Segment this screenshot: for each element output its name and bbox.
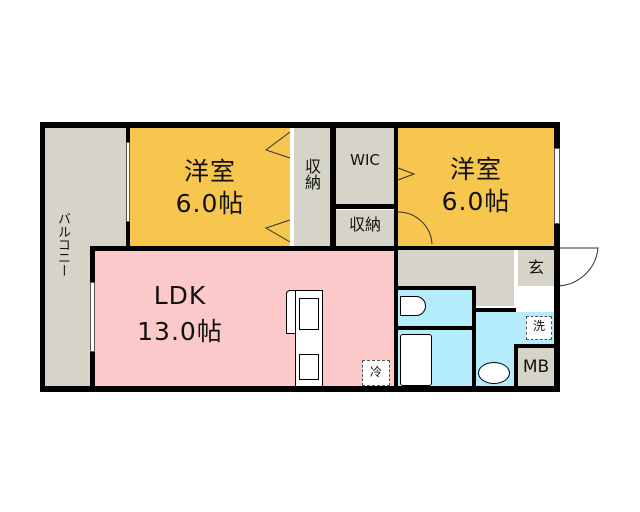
western-room-2-name: 洋室 bbox=[449, 155, 502, 184]
fridge-space bbox=[362, 360, 390, 386]
western-room-1-name: 洋室 bbox=[183, 157, 236, 186]
closet-2-label: 収納 bbox=[348, 215, 381, 234]
washer-label: 洗 bbox=[532, 319, 545, 333]
closet-1-label: 収納 bbox=[302, 158, 321, 190]
western-room-1-size: 6.0帖 bbox=[175, 189, 245, 218]
sink-icon bbox=[299, 298, 319, 330]
closet-2 bbox=[336, 210, 394, 246]
closet-1 bbox=[294, 128, 330, 246]
window bbox=[554, 148, 560, 224]
toilet-icon bbox=[400, 296, 426, 316]
western-room-2-size: 6.0帖 bbox=[441, 187, 511, 216]
washer-space bbox=[526, 316, 552, 340]
ldk bbox=[94, 250, 396, 390]
counter-panel bbox=[286, 290, 296, 334]
western-room-2 bbox=[398, 128, 554, 246]
closet-door-icon bbox=[264, 131, 291, 243]
ldk-size: 13.0帖 bbox=[137, 317, 223, 346]
window bbox=[90, 282, 95, 352]
meter-box bbox=[518, 348, 554, 388]
door-swing-icon bbox=[397, 211, 433, 245]
meter-box-label: MB bbox=[522, 357, 550, 377]
door-swing-icon bbox=[397, 167, 416, 181]
floor-plan: バルコニー 洋室 6.0帖 収納 WIC 収納 洋室 6.0帖 LDK 13.0… bbox=[40, 122, 599, 392]
front-door-icon bbox=[555, 247, 599, 287]
bathtub-icon bbox=[400, 334, 432, 386]
washbasin-icon bbox=[478, 362, 510, 384]
entrance bbox=[518, 250, 554, 286]
entrance-label: 玄 bbox=[527, 258, 544, 277]
balcony-label: バルコニー bbox=[55, 212, 70, 277]
wic-label: WIC bbox=[350, 151, 380, 169]
window bbox=[126, 142, 130, 222]
western-room-1 bbox=[130, 128, 290, 246]
stove-icon bbox=[299, 354, 319, 380]
walk-in-closet bbox=[336, 128, 394, 204]
fridge-label: 冷 bbox=[369, 365, 382, 379]
ldk-name: LDK bbox=[153, 281, 207, 310]
